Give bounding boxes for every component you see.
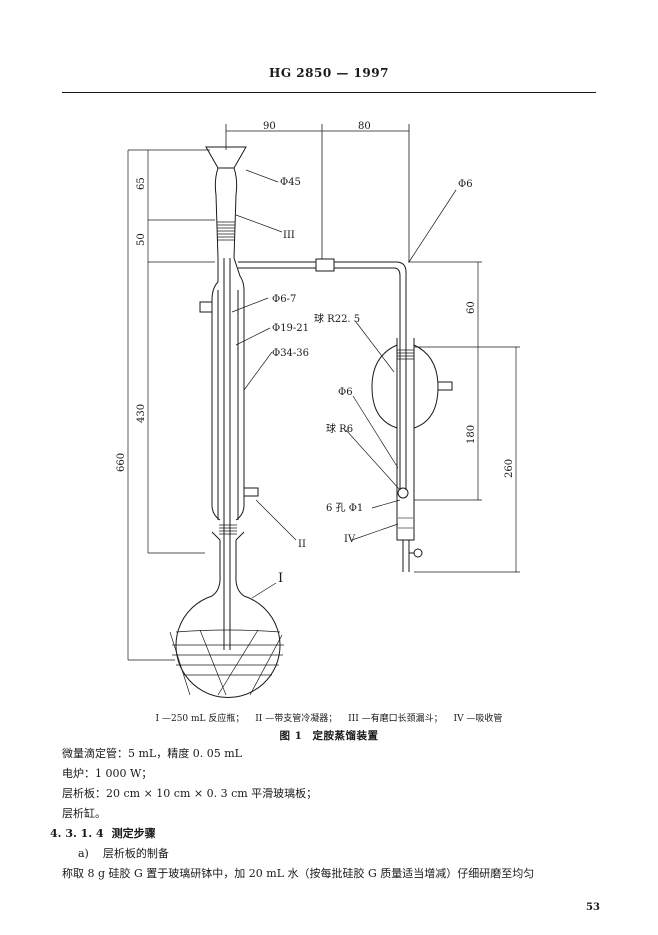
dim-label-top-90: 90: [263, 121, 276, 132]
ground-joint-top: [217, 221, 235, 241]
ball-valve: [397, 487, 409, 499]
body-line-tank: 层析缸。: [62, 807, 106, 820]
reaction-flask: [175, 574, 281, 698]
legend-item-condenser: II —带支管冷凝器；: [255, 714, 338, 724]
part-label-IV: IV: [344, 534, 356, 545]
dim-label-d6-inner: Φ6: [338, 387, 353, 398]
body-line-furnace: 电炉：1 000 W；: [62, 767, 153, 780]
body-line-burette: 微量滴定管：5 mL，精度 0. 05 mL: [62, 747, 242, 760]
funnel-neck: [214, 167, 238, 259]
flask-liquid: [169, 629, 284, 696]
dim-label-180: 180: [466, 425, 477, 444]
figure-number: 图 1: [279, 730, 303, 742]
legend-item-flask: I —250 mL 反应瓶；: [155, 714, 245, 724]
figure-caption: 图 1 定胺蒸馏装置: [0, 728, 658, 743]
jacket-outlet: [244, 487, 259, 497]
dim-label-50: 50: [136, 233, 147, 246]
delivery-tube: [238, 261, 407, 320]
funnel-cup: [205, 146, 247, 169]
dim-label-d19-21: Φ19-21: [272, 323, 309, 334]
dim-label-260: 260: [504, 459, 515, 478]
body-paragraph: 称取 8 g 硅胶 G 置于玻璃研钵中，加 20 mL 水（按每批硅胶 G 质量…: [62, 867, 535, 880]
figure-title: 定胺蒸馏装置: [312, 730, 379, 742]
section-title: 测定步骤: [111, 827, 156, 840]
item-letter: a): [78, 847, 89, 860]
item-title: 层析板的制备: [102, 847, 169, 860]
dim-label-bulb-r22: 球 R22. 5: [314, 312, 360, 325]
condenser-top: [211, 257, 245, 301]
ground-joint-bottom: [219, 524, 237, 535]
figure-legend: I —250 mL 反应瓶； II —带支管冷凝器； III —有磨口长颈漏斗；…: [0, 711, 658, 724]
dim-label-d6-7: Φ6-7: [272, 294, 296, 305]
absorber-inner-tube: [399, 320, 407, 490]
dim-label-d34-36: Φ34-36: [272, 348, 309, 359]
section-number: 4. 3. 1. 4: [50, 827, 104, 840]
dim-label-660: 660: [116, 453, 127, 472]
condenser-jacket: [211, 290, 245, 521]
header-rule: [62, 92, 596, 93]
part-label-II: II: [298, 539, 306, 550]
dim-label-ball-r6: 球 R6: [326, 422, 353, 435]
standard-header: HG 2850 — 1997: [269, 66, 389, 80]
jacket-inlet: [199, 301, 212, 313]
tube-connector: [315, 258, 335, 272]
dim-label-top-80: 80: [358, 121, 371, 132]
legend-item-funnel: III —有磨口长颈漏斗；: [348, 714, 443, 724]
dim-label-d45: Φ45: [280, 177, 301, 188]
absorber-joint: [397, 349, 414, 360]
dim-label-d6-right: Φ6: [458, 179, 473, 190]
distillation-apparatus-figure: 90 80 Φ45 Φ6 III Φ6-7 Φ19-21 Φ34-36 II I…: [116, 121, 520, 698]
item-heading: a) 层析板的制备: [78, 845, 169, 861]
dim-label-holes: 6 孔 Φ1: [326, 502, 363, 514]
dim-label-60: 60: [466, 301, 477, 314]
body-line-plate: 层析板：20 cm × 10 cm × 0. 3 cm 平滑玻璃板；: [62, 787, 318, 800]
legend-item-absorber: IV —吸收管: [453, 714, 503, 724]
absorber-bulb: [371, 344, 439, 429]
page-number: 53: [586, 902, 600, 913]
section-heading: 4. 3. 1. 4 测定步骤: [50, 825, 156, 841]
part-label-III: III: [283, 230, 295, 241]
dim-label-430: 430: [136, 404, 147, 423]
part-label-I: I: [278, 571, 283, 586]
absorber-lower: [396, 505, 415, 541]
stopcock: [413, 548, 423, 558]
dim-label-65: 65: [136, 177, 147, 190]
